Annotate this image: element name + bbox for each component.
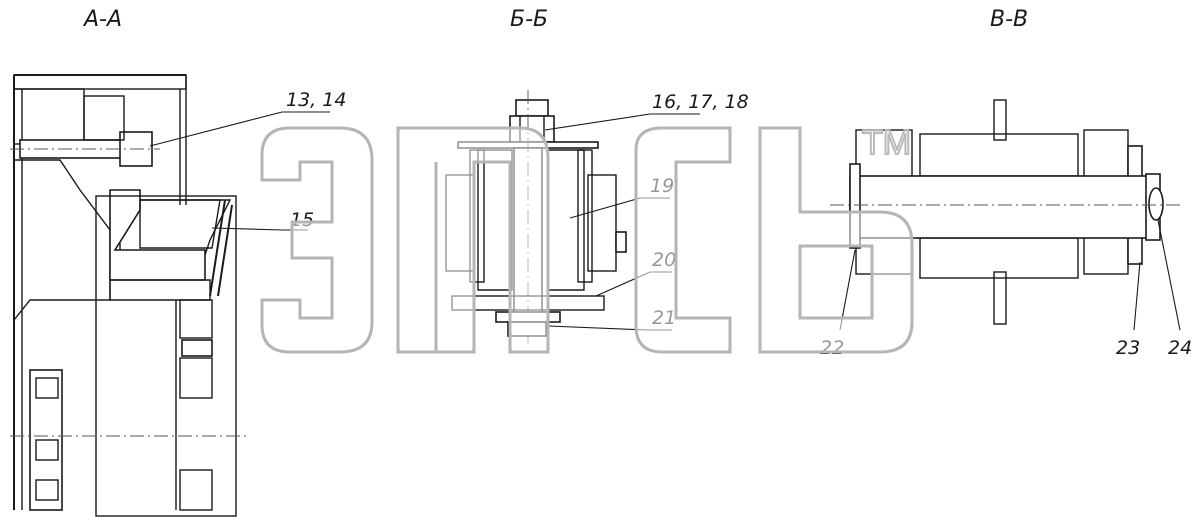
- callout-23: 23: [1116, 337, 1140, 359]
- callout-24: 24: [1168, 337, 1192, 359]
- section-b-b: Б-Б 16, 17, 18 19 20 21: [445, 7, 749, 345]
- watermark-logo: TM: [260, 123, 914, 354]
- callout-13-14: 13, 14: [286, 89, 346, 111]
- callout-16-17-18: 16, 17, 18: [652, 91, 749, 113]
- section-a-a: А-А: [10, 7, 346, 517]
- section-a-title: А-А: [82, 7, 122, 32]
- section-v-title: В-В: [990, 7, 1028, 32]
- watermark-trademark: TM: [862, 124, 911, 162]
- section-b-title: Б-Б: [510, 7, 548, 32]
